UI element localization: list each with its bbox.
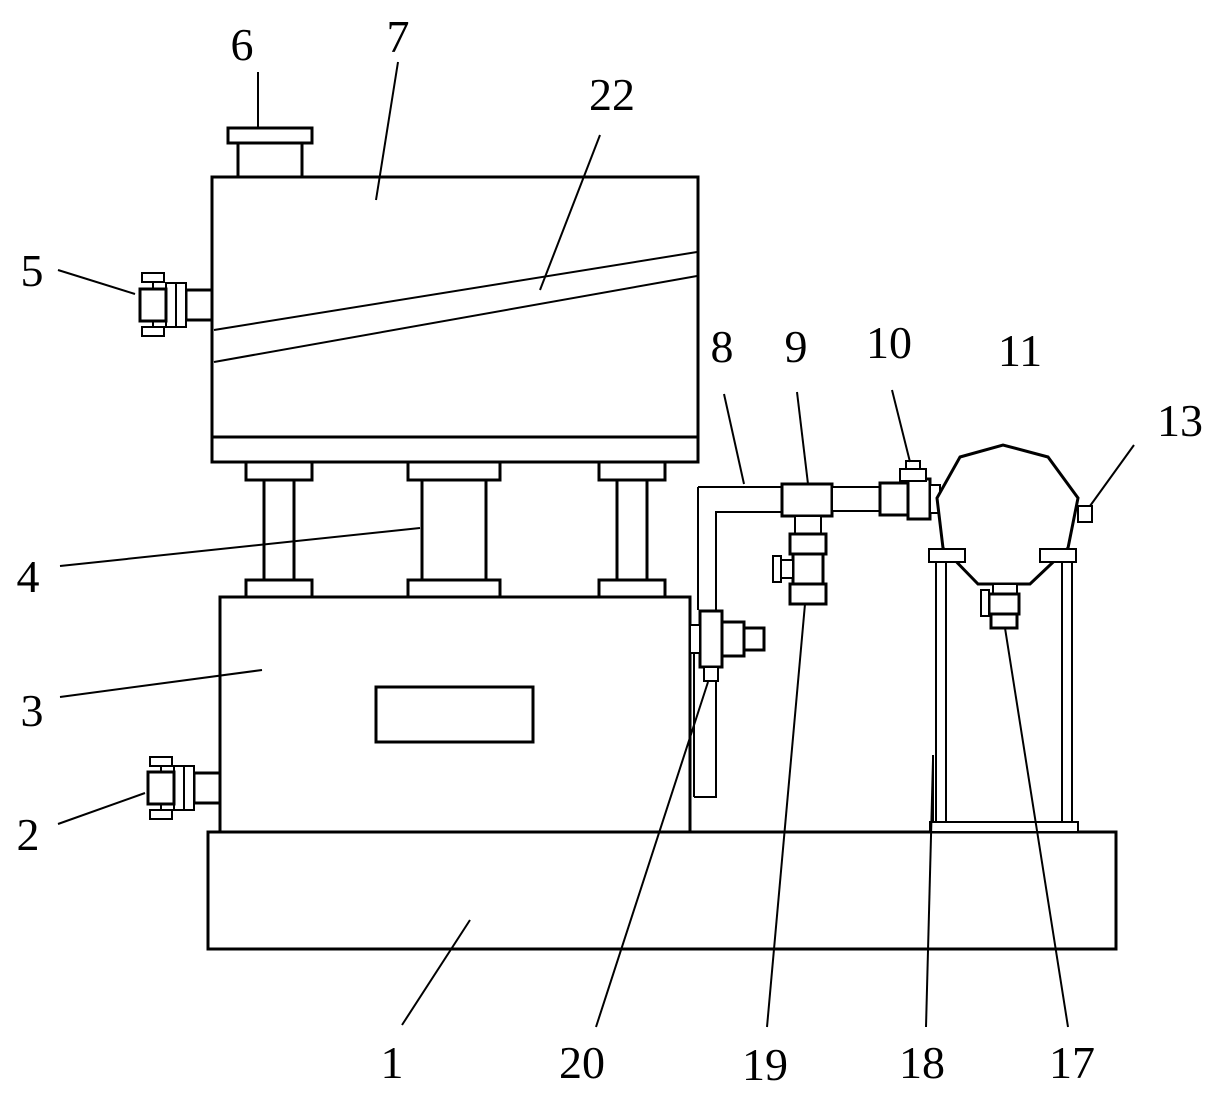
label-6: 6 (231, 19, 254, 70)
lower-side-valve (146, 756, 222, 820)
label-9: 9 (785, 321, 808, 372)
lower-tank-window (374, 685, 535, 744)
label-7: 7 (387, 11, 410, 62)
support-columns (244, 460, 667, 599)
label-20: 20 (559, 1037, 605, 1088)
inclined-plate (213, 251, 698, 363)
label-18: 18 (899, 1037, 945, 1088)
base-plate (206, 830, 1118, 951)
bottom-valve (980, 583, 1021, 630)
label-13: 13 (1157, 395, 1203, 446)
leader-lines (57, 61, 1135, 1028)
support-frame (928, 548, 1079, 833)
label-10: 10 (866, 317, 912, 368)
drain-valve (772, 515, 828, 606)
label-22: 22 (589, 69, 635, 120)
label-11: 11 (998, 325, 1042, 376)
connecting-pipe (693, 482, 881, 798)
label-19: 19 (742, 1039, 788, 1090)
label-4: 4 (17, 551, 40, 602)
label-2: 2 (17, 809, 40, 860)
top-inlet (226, 126, 314, 179)
label-3: 3 (21, 685, 44, 736)
label-1: 1 (381, 1037, 404, 1088)
upper-side-valve (138, 272, 214, 337)
label-17: 17 (1049, 1037, 1095, 1088)
label-5: 5 (21, 245, 44, 296)
label-8: 8 (711, 321, 734, 372)
inlet-valve (878, 460, 941, 521)
